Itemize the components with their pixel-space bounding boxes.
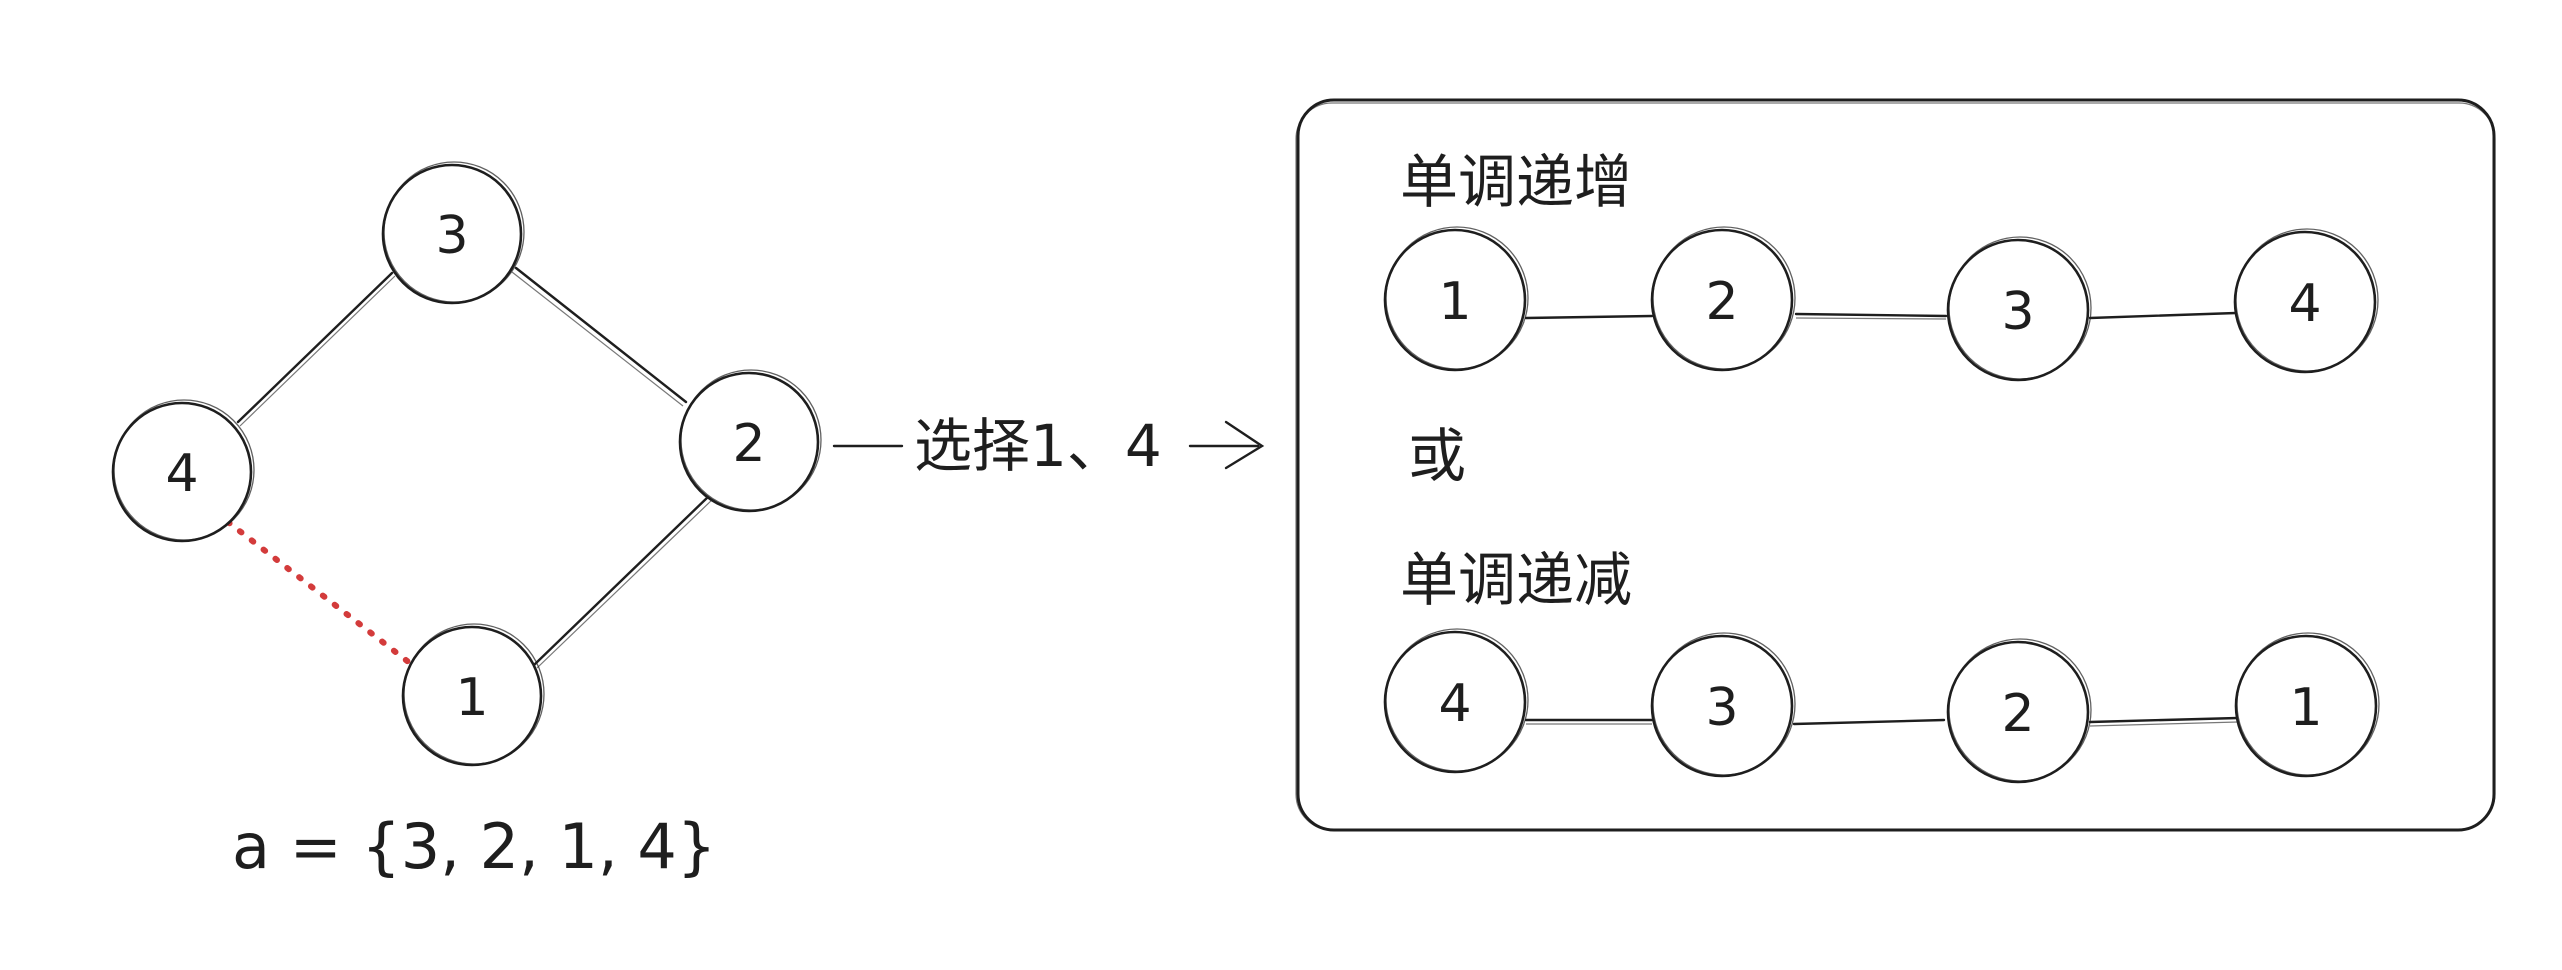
arrow: 选择1、4 xyxy=(832,412,1265,480)
inc-edge-2-sketch xyxy=(1795,317,1947,320)
edge-2-1 xyxy=(532,493,712,667)
result-box-sketch xyxy=(1295,102,2496,831)
inc-node-2-label: 2 xyxy=(1705,272,1738,332)
edge-3-2 xyxy=(514,266,688,404)
left-graph-edges xyxy=(225,266,715,669)
node-2: 2 xyxy=(678,369,822,513)
edge-3-2-sketch xyxy=(511,271,684,407)
inc-node-2: 2 xyxy=(1650,226,1796,372)
dec-node-3-label: 3 xyxy=(1705,678,1738,738)
edge-3-4 xyxy=(236,271,394,424)
decreasing-chain-edges xyxy=(1524,716,2240,727)
inc-node-3-label: 3 xyxy=(2001,282,2034,342)
node-1-label: 1 xyxy=(455,668,488,728)
increasing-chain-edges xyxy=(1524,311,2238,320)
dotted-edge-4-1 xyxy=(225,519,414,667)
node-4-label: 4 xyxy=(165,444,198,504)
node-1: 1 xyxy=(401,623,545,767)
dec-node-1: 1 xyxy=(2234,632,2380,778)
node-3-label: 3 xyxy=(435,206,468,266)
node-3: 3 xyxy=(381,161,525,305)
dec-node-2-label: 2 xyxy=(2001,684,2034,744)
dec-node-1-label: 1 xyxy=(2289,678,2322,738)
dec-edge-3 xyxy=(2088,716,2240,724)
inc-edge-1 xyxy=(1524,314,1654,320)
inc-edge-3 xyxy=(2088,311,2238,320)
arrow-label: 选择1、4 xyxy=(914,412,1162,480)
dec-edge-3-sketch xyxy=(2089,721,2239,727)
dec-edge-2 xyxy=(1792,718,1946,726)
inc-node-1-label: 1 xyxy=(1438,272,1471,332)
edge-3-4-sketch xyxy=(239,275,396,427)
decreasing-title: 单调递减 xyxy=(1400,546,1632,614)
dec-node-4-label: 4 xyxy=(1438,674,1471,734)
inc-node-3: 3 xyxy=(1946,236,2092,382)
inc-edge-2 xyxy=(1794,312,1948,318)
or-label: 或 xyxy=(1408,422,1466,490)
increasing-title: 单调递增 xyxy=(1400,148,1632,216)
inc-node-1: 1 xyxy=(1383,226,1529,372)
inc-node-4-label: 4 xyxy=(2288,274,2321,334)
node-2-label: 2 xyxy=(732,414,765,474)
dec-node-3: 3 xyxy=(1650,632,1796,778)
dec-node-2: 2 xyxy=(1946,638,2092,784)
node-4: 4 xyxy=(111,399,255,543)
array-label: a = {3, 2, 1, 4} xyxy=(232,810,716,883)
dec-node-4: 4 xyxy=(1383,628,1529,774)
inc-node-4: 4 xyxy=(2233,228,2379,374)
arrow-head xyxy=(1224,420,1265,470)
edge-2-1-sketch xyxy=(536,497,715,669)
